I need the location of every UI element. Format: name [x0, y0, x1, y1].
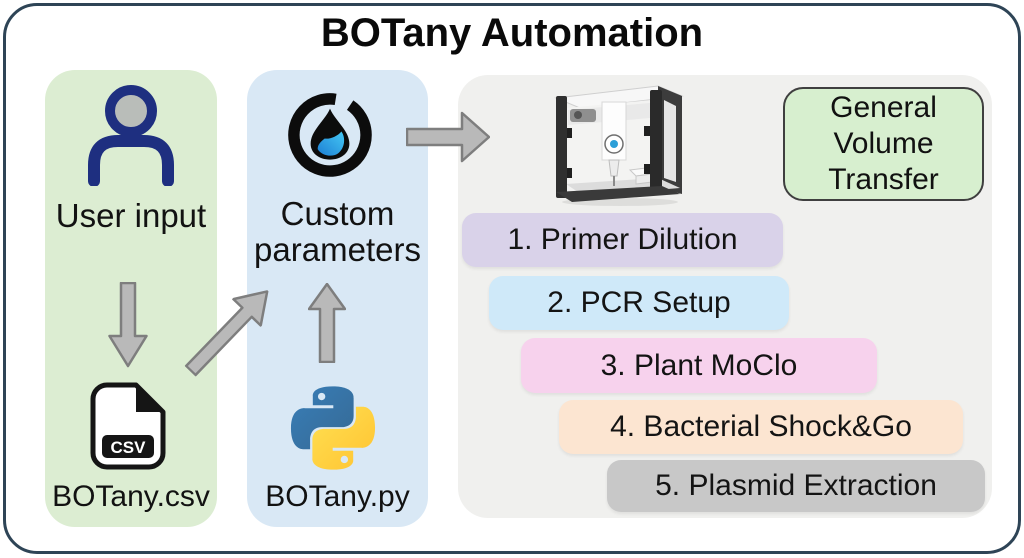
custom-parameters-label: Custom parameters: [254, 195, 421, 268]
arrow-down-icon: [108, 282, 148, 368]
python-file-label: BOTany.py: [265, 480, 410, 513]
user-input-label: User input: [55, 197, 207, 234]
user-input-panel: User input CSV BOTany.csv: [45, 70, 217, 527]
step-bacterial-shock-and-go: 4. Bacterial Shock&Go: [559, 400, 963, 454]
outer-frame: [3, 3, 1021, 554]
liquid-handler-robot-image: [540, 76, 708, 208]
automation-protocols-panel: General Volume Transfer 1. Primer Diluti…: [458, 75, 992, 518]
csv-file-icon: CSV: [90, 382, 166, 470]
step-primer-dilution: 1. Primer Dilution: [462, 213, 783, 267]
arrow-up-icon: [308, 283, 346, 363]
person-icon: [81, 80, 181, 187]
python-logo-icon: [283, 378, 383, 478]
step-plasmid-extraction: 5. Plasmid Extraction: [607, 460, 985, 512]
step-plant-moclo: 3. Plant MoClo: [521, 338, 877, 393]
general-volume-transfer-label: General Volume Transfer: [828, 91, 939, 196]
csv-file-label: BOTany.csv: [52, 480, 210, 513]
custom-parameters-panel: Custom parameters BOTany.py: [247, 70, 428, 527]
csv-badge-text: CSV: [111, 438, 147, 457]
step-pcr-setup: 2. PCR Setup: [489, 276, 789, 330]
arrow-right-icon: [406, 111, 490, 163]
general-volume-transfer-badge: General Volume Transfer: [783, 87, 984, 201]
figure-title: BOTany Automation: [320, 11, 704, 55]
arrow-diagonal-icon: [176, 277, 283, 385]
opentrons-logo-icon: [286, 91, 374, 179]
